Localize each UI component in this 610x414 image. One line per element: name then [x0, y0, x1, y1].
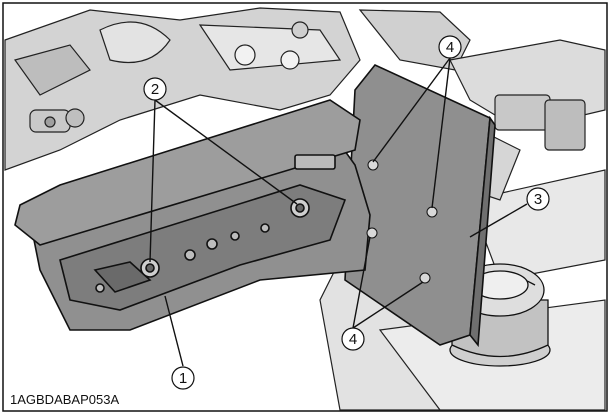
callout-1: 1: [171, 366, 195, 390]
callout-4-bottom: 4: [341, 327, 365, 351]
part-1-cover: [14, 99, 371, 331]
svg-text:3: 3: [534, 191, 542, 208]
svg-text:1: 1: [179, 370, 187, 387]
svg-text:4: 4: [349, 331, 357, 348]
part-3-plate: [344, 64, 496, 348]
svg-text:2: 2: [151, 81, 159, 98]
svg-text:4: 4: [446, 39, 454, 56]
plate-bolts: [366, 159, 438, 284]
leader-lines: [149, 57, 528, 367]
callout-4-top: 4: [438, 35, 462, 59]
figure-code: 1AGBDABAP053A: [10, 392, 119, 407]
callout-3: 3: [526, 187, 550, 211]
engine-bay-background: [4, 7, 606, 411]
callout-2: 2: [143, 77, 167, 101]
